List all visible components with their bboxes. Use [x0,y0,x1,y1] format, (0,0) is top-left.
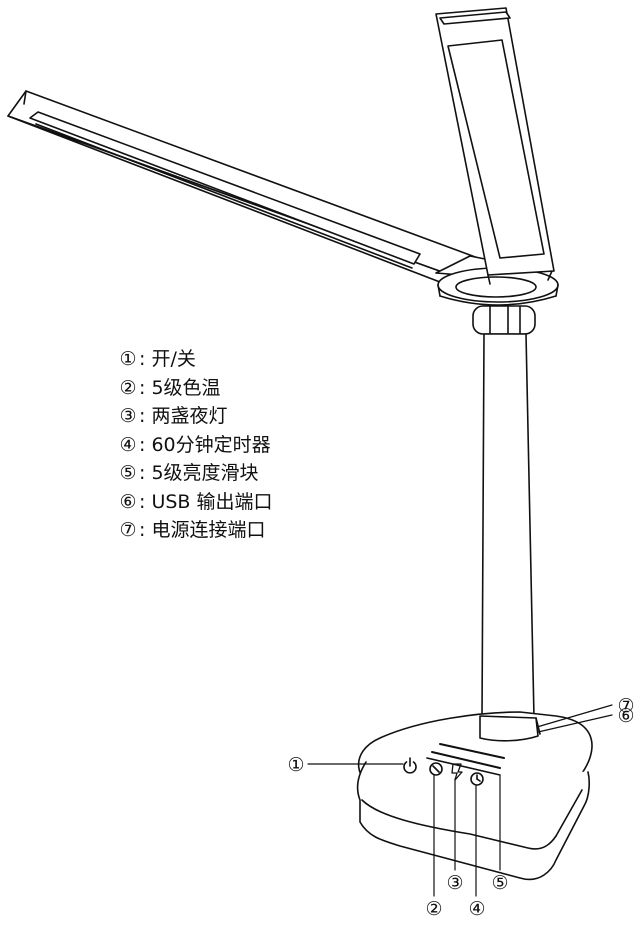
lamp-head [435,7,555,285]
legend-separator: : [139,405,152,427]
legend-label: 开/关 [151,348,196,370]
legend-separator: : [139,376,152,399]
legend-label: USB 输出端口 [151,490,273,513]
legend-separator: : [139,433,152,456]
callout-usb-port: ⑥ [617,705,634,727]
legend-item-power-port: ⑦: 电源连接端口 [117,516,273,545]
feature-legend: ①: 开/关 ②: 5级色温 ③: 两盏夜灯 ④: 60分钟定时器 ⑤: 5级亮… [117,345,273,545]
legend-number: ⑦ [119,519,137,541]
legend-number: ③ [119,405,137,427]
legend-separator: : [139,519,152,541]
color-temperature-icon[interactable] [429,762,443,776]
upper-joint [435,255,559,306]
callout-night-light: ③ [446,872,463,894]
legend-item-brightness-slider: ⑤: 5级亮度滑块 [117,459,273,488]
legend-item-color-temp: ②: 5级色温 [117,374,273,403]
legend-label: 5级色温 [151,376,221,399]
legend-label: 两盏夜灯 [151,405,228,427]
legend-number: ⑤ [119,462,137,484]
power-icon[interactable] [403,757,417,774]
legend-item-power: ①: 开/关 [117,345,273,374]
base-collar [479,715,541,742]
legend-separator: : [139,462,152,484]
legend-label: 电源连接端口 [151,519,266,541]
callout-timer: ④ [468,898,485,920]
legend-item-night-light: ③: 两盏夜灯 [117,402,273,431]
legend-separator: : [139,490,152,513]
callout-power-port: ⑦ [617,695,634,717]
legend-number: ② [119,376,137,399]
legend-item-timer: ④: 60分钟定时器 [117,431,273,460]
legend-number: ④ [119,433,137,456]
hinge-knob [472,305,536,335]
legend-label: 60分钟定时器 [151,433,271,456]
timer-icon[interactable] [470,772,484,786]
legend-label: 5级亮度滑块 [151,462,259,484]
lamp-base [356,711,593,881]
callout-power: ① [287,754,304,776]
callout-brightness-slider: ⑤ [491,872,508,894]
brightness-slider[interactable] [426,757,501,776]
long-arm [7,90,479,293]
legend-separator: : [139,348,152,370]
lamp-pole [481,333,535,719]
callout-leaders [307,704,613,897]
legend-number: ⑥ [119,490,137,513]
legend-item-usb-port: ⑥: USB 输出端口 [117,488,273,517]
callout-color-temp: ② [425,898,442,920]
legend-number: ① [119,348,137,370]
